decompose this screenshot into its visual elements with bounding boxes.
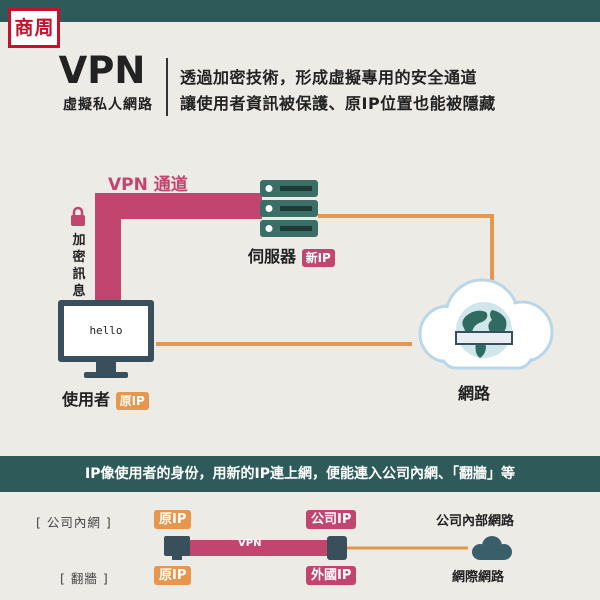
- user-label-text: 使用者: [62, 390, 111, 409]
- row-label-company-intranet: [ 公司內網 ]: [36, 515, 112, 530]
- vpn-tunnel-label: VPN 通道: [108, 175, 188, 195]
- server-icon: [260, 180, 318, 237]
- row2-foreign-ip-tag: 外國IP: [306, 566, 357, 585]
- top-banner: [0, 0, 600, 22]
- page-subtitle: 虛擬私人網路: [63, 97, 153, 113]
- mini-cloud-icon: [472, 536, 512, 560]
- server-label: 伺服器 新IP: [248, 243, 335, 267]
- network-label: 網路: [458, 384, 491, 403]
- row1-original-ip-tag: 原IP: [154, 510, 192, 529]
- mini-monitor-icon: [164, 536, 190, 560]
- description-line-1: 透過加密技術，形成虛擬專用的安全通道: [180, 68, 478, 87]
- new-ip-tag: 新IP: [301, 248, 335, 267]
- row1-destination: 公司內部網路: [436, 514, 515, 529]
- lock-icon: [71, 206, 85, 226]
- description-line-2: 讓使用者資訊被保護、原IP位置也能被隱藏: [180, 94, 496, 113]
- server-label-text: 伺服器: [248, 247, 297, 266]
- monitor-screen-text: hello: [89, 324, 123, 337]
- user-label: 使用者 原IP: [62, 386, 149, 410]
- title-divider: [166, 58, 168, 116]
- publisher-logo: 商 周: [8, 8, 60, 48]
- logo-char-1: 商: [14, 16, 34, 39]
- mini-server-icon: [327, 536, 347, 560]
- server-to-network-line: [318, 214, 494, 300]
- mini-vpn-tunnel: [188, 540, 334, 556]
- bottom-banner: [0, 456, 600, 492]
- computer-monitor-icon: [58, 300, 154, 378]
- row-label-bypass-firewall: [ 翻牆 ]: [60, 571, 109, 586]
- row2-original-ip-tag: 原IP: [154, 566, 192, 585]
- page-title: VPN: [58, 49, 146, 92]
- vpn-tunnel: [95, 193, 262, 302]
- logo-char-2: 周: [34, 16, 54, 39]
- row2-destination: 網際網路: [452, 570, 505, 585]
- row1-company-ip-tag: 公司IP: [306, 510, 357, 529]
- bottom-heading: IP像使用者的身份，用新的IP連上網，便能連入公司內網、「翻牆」等: [85, 466, 515, 482]
- mini-vpn-diagram: [164, 536, 512, 560]
- cloud-globe-icon: [418, 278, 554, 370]
- encrypted-message-label: 加密訊息: [72, 233, 86, 299]
- mini-vpn-label: VPN: [238, 538, 262, 549]
- original-ip-tag: 原IP: [115, 391, 149, 410]
